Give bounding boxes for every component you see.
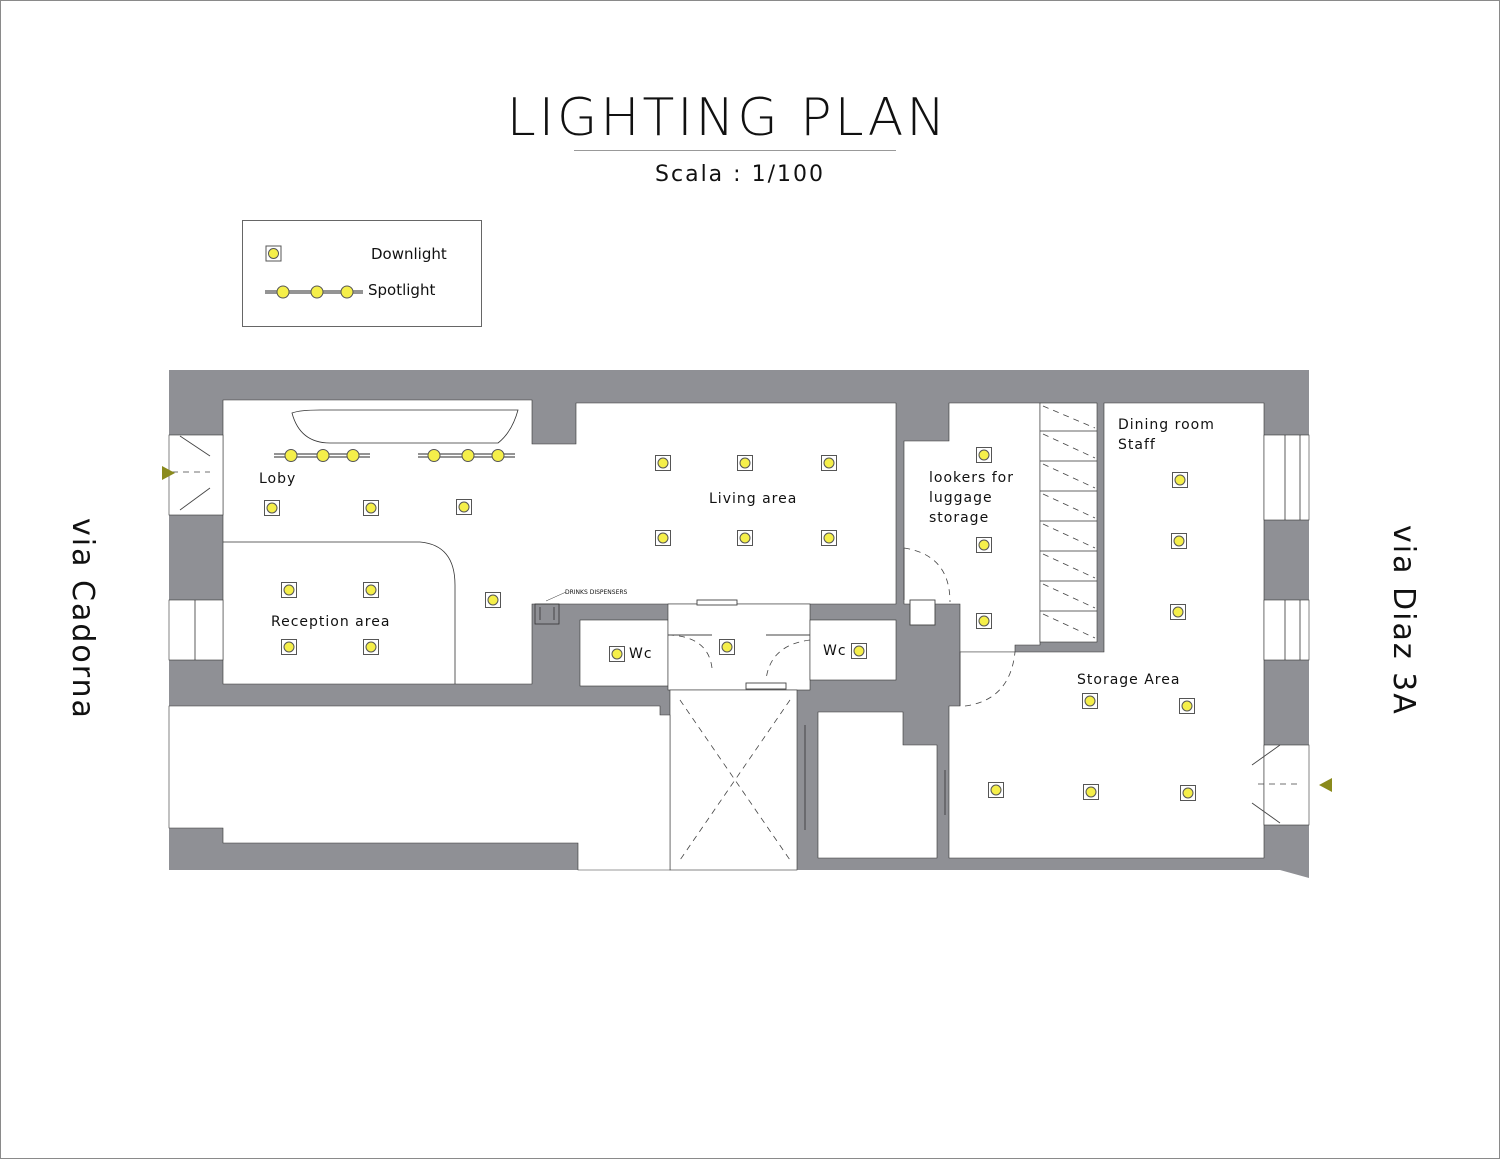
downlight-icon bbox=[976, 613, 992, 629]
label-loby: Loby bbox=[259, 471, 296, 487]
downlight-icon bbox=[988, 782, 1004, 798]
room-labels: Loby Reception area Living area lookers … bbox=[259, 417, 1215, 688]
label-lookers-3: storage bbox=[929, 510, 989, 526]
label-lookers-1: lookers for bbox=[929, 470, 1014, 486]
spotlight-track-2 bbox=[418, 449, 515, 462]
legend-spotlight-label: Spotlight bbox=[368, 281, 436, 299]
downlight-icon bbox=[264, 500, 280, 516]
downlight-icon bbox=[363, 639, 379, 655]
downlight-icon bbox=[1082, 693, 1098, 709]
label-storage-area: Storage Area bbox=[1077, 672, 1180, 688]
spotlight-icon bbox=[265, 285, 363, 299]
label-living: Living area bbox=[709, 491, 797, 507]
downlight-icon bbox=[1171, 533, 1187, 549]
downlight-icon bbox=[851, 643, 867, 659]
label-reception: Reception area bbox=[271, 614, 390, 630]
downlight-icon bbox=[363, 500, 379, 516]
downlight-icon bbox=[485, 592, 501, 608]
plan-title: LIGHTING PLAN bbox=[506, 88, 949, 148]
door-swings bbox=[172, 405, 1300, 861]
scale-subtitle: Scala : 1/100 bbox=[655, 162, 825, 187]
downlight-icon bbox=[1179, 698, 1195, 714]
spotlight-icon bbox=[491, 449, 505, 462]
furniture bbox=[194, 409, 1301, 830]
entrance-arrow-right bbox=[1319, 778, 1332, 792]
entrance-arrow-left bbox=[162, 466, 175, 480]
downlight-icon bbox=[821, 455, 837, 471]
spotlight-track-1 bbox=[274, 449, 370, 462]
spotlight-icon bbox=[346, 449, 360, 462]
legend-symbols bbox=[265, 245, 363, 299]
downlight-icon bbox=[719, 639, 735, 655]
downlight-icon bbox=[281, 639, 297, 655]
downlight-icon bbox=[976, 447, 992, 463]
street-right: via Diaz 3A bbox=[1386, 525, 1421, 716]
downlight-icon bbox=[363, 582, 379, 598]
downlights bbox=[264, 447, 1196, 801]
label-wc-right: Wc bbox=[823, 643, 847, 659]
spotlight-icon bbox=[461, 449, 475, 462]
label-dining-1: Dining room bbox=[1118, 417, 1215, 433]
label-drinks-dispensers: DRINKS DISPENSERS bbox=[565, 589, 628, 596]
label-dining-2: Staff bbox=[1118, 437, 1156, 453]
downlight-icon bbox=[821, 530, 837, 546]
street-left: via Cadorna bbox=[65, 518, 100, 720]
downlight-icon bbox=[1172, 472, 1188, 488]
title-underline bbox=[574, 150, 896, 151]
label-lookers-2: luggage bbox=[929, 490, 993, 506]
downlight-icon bbox=[737, 455, 753, 471]
room-interiors bbox=[168, 399, 1310, 871]
downlight-icon bbox=[1180, 785, 1196, 801]
downlight-icon bbox=[976, 537, 992, 553]
door-leaves bbox=[179, 435, 1281, 824]
spotlight-icon bbox=[284, 449, 298, 462]
label-wc-left: Wc bbox=[629, 646, 653, 662]
downlight-icon bbox=[609, 646, 625, 662]
downlight-icon bbox=[737, 530, 753, 546]
spotlight-icon bbox=[316, 449, 330, 462]
legend: Downlight Spotlight bbox=[242, 220, 482, 327]
downlight-icon bbox=[1170, 604, 1186, 620]
downlight-icon bbox=[655, 455, 671, 471]
downlight-icon bbox=[456, 499, 472, 515]
downlight-icon bbox=[281, 582, 297, 598]
downlight-icon bbox=[1083, 784, 1099, 800]
downlight-icon bbox=[655, 530, 671, 546]
legend-downlight-label: Downlight bbox=[371, 245, 447, 263]
spotlight-icon bbox=[427, 449, 441, 462]
downlight-icon bbox=[265, 245, 282, 262]
